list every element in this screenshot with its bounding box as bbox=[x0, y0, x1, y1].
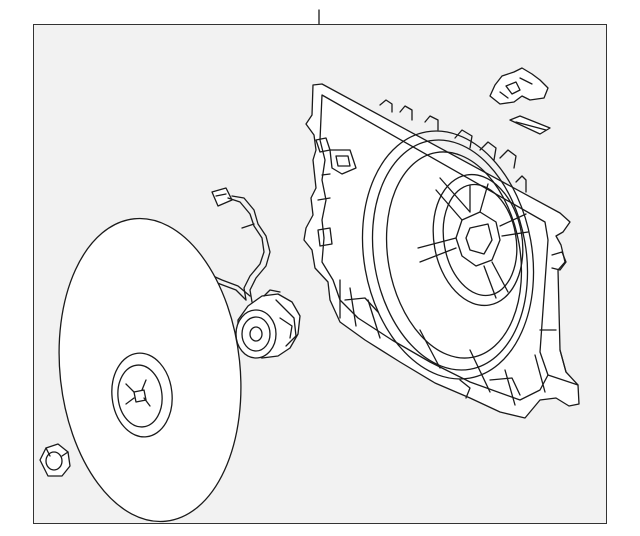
fan-shroud bbox=[303, 83, 580, 419]
fan-blade bbox=[58, 217, 242, 523]
fan-motor bbox=[235, 289, 301, 359]
hex-nut bbox=[39, 443, 71, 477]
mounting-clip bbox=[489, 67, 549, 105]
foam-pad bbox=[509, 115, 551, 135]
